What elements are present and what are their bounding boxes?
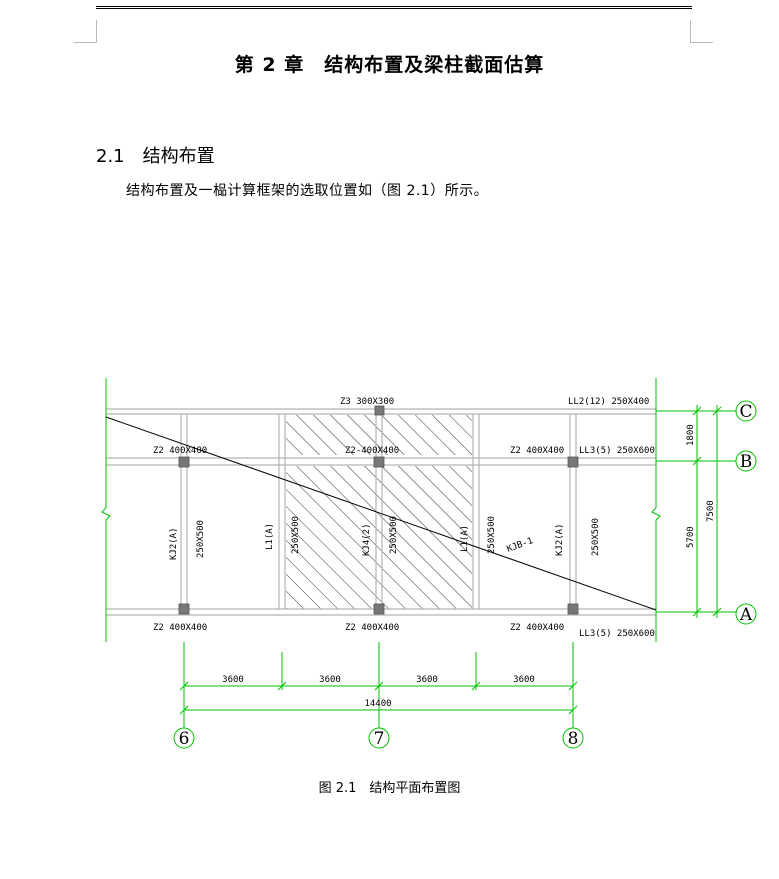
chapter-title: 第 2 章 结构布置及梁柱截面估算 [234, 54, 545, 76]
section-heading: 2.1 结构布置 [96, 142, 215, 168]
axis-bubble-c [735, 400, 757, 422]
label-row-b-2: Z2-400X400 [345, 446, 399, 456]
hatched-panel-bottom [286, 466, 472, 609]
label-z3: Z3 300X300 [340, 397, 394, 407]
label-bottom-2: Z2 400X400 [345, 623, 399, 633]
hatched-panel-top [286, 415, 472, 455]
axis-bubble-b [735, 450, 757, 472]
vlabel-3: L1(A) [265, 523, 275, 550]
axis-bubble-a [735, 603, 757, 625]
axis-bubbles [173, 400, 757, 749]
vlabel-2: 250X500 [196, 520, 206, 558]
label-row-b-4: LL3(5) 250X600 [579, 446, 655, 456]
crop-mark-left [74, 20, 97, 43]
boundary-lines [101, 378, 736, 728]
axis-label-b: B [740, 452, 753, 472]
axis-label-8: 8 [568, 729, 579, 749]
dim-bottom-2: 3600 [319, 675, 341, 685]
vlabel-6: 250X500 [389, 516, 399, 554]
beam-grid [106, 408, 656, 616]
crop-mark-right [690, 20, 713, 43]
section-cut-line [105, 416, 657, 611]
vlabel-9: KJ2(A) [555, 523, 565, 556]
vlabel-10: 250X500 [591, 518, 601, 556]
body-paragraph: 结构布置及一榀计算框架的选取位置如（图 2.1）所示。 [126, 183, 489, 199]
label-ll2: LL2(12) 250X400 [568, 397, 649, 407]
dim-bottom-4: 3600 [513, 675, 535, 685]
axis-label-7: 7 [374, 729, 385, 749]
dim-bottom-3: 3600 [416, 675, 438, 685]
vlabel-8: 250X500 [487, 516, 497, 554]
dim-right-1: 1800 [686, 424, 696, 446]
vlabel-4: 250X500 [291, 516, 301, 554]
label-bottom-1: Z2 400X400 [153, 623, 207, 633]
vlabel-5: KJ4(2) [362, 523, 372, 556]
vlabel-1: KJ2(A) [169, 527, 179, 560]
label-kjb: KJB-1 [506, 536, 535, 555]
section-title: 结构布置 [142, 146, 215, 167]
section-number: 2.1 [96, 146, 125, 167]
axis-label-6: 6 [179, 729, 190, 749]
columns [178, 405, 579, 615]
axis-label-a: A [739, 605, 753, 625]
axis-bubble-7 [368, 727, 390, 749]
dim-right-total: 7500 [706, 500, 716, 522]
vlabel-7: L1(A) [460, 525, 470, 552]
dim-bottom-1: 3600 [222, 675, 244, 685]
label-bottom-3: Z2 400X400 [510, 623, 564, 633]
dim-right-2: 5700 [686, 526, 696, 548]
label-row-b-3: Z2 400X400 [510, 446, 564, 456]
label-bottom-4: LL3(5) 250X600 [579, 629, 655, 639]
axis-label-c: C [739, 402, 752, 422]
header-rule [96, 6, 692, 9]
label-row-b-1: Z2 400X400 [153, 446, 207, 456]
axis-bubble-6 [173, 727, 195, 749]
dim-total: 14400 [364, 699, 391, 709]
axis-bubble-8 [562, 727, 584, 749]
figure-caption: 图 2.1 结构平面布置图 [318, 781, 461, 796]
